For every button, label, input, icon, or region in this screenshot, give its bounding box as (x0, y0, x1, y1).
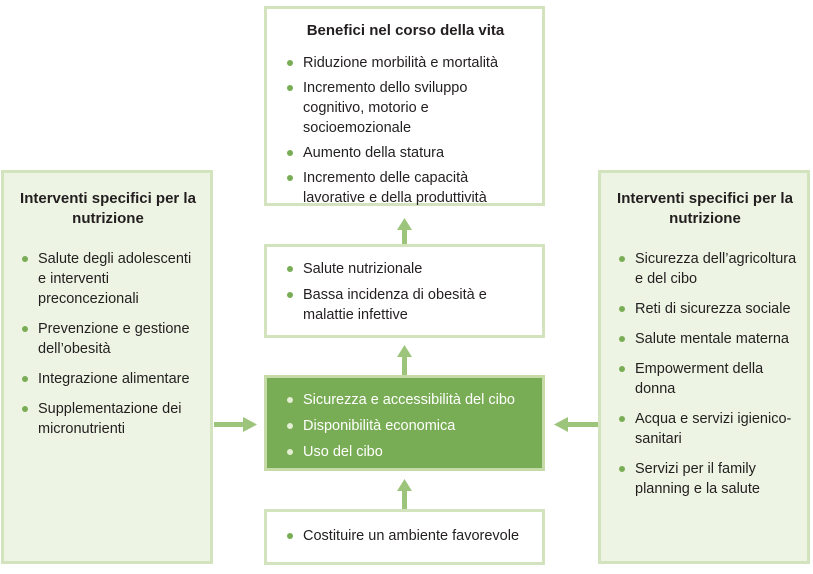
list-item: Salute nutrizionale (281, 259, 530, 279)
left-box-title: Interventi specifici per la nutrizione (20, 190, 196, 227)
food-security-box: Sicurezza e accessibilità del cibo Dispo… (264, 375, 545, 471)
list-item: Sicurezza dell’agricoltura e del cibo (613, 249, 797, 289)
list-item: Riduzione morbilità e mortalità (281, 53, 530, 73)
list-item: Salute degli adolescenti e interventi pr… (16, 249, 200, 309)
list-item: Integrazione alimentare (16, 369, 200, 389)
arrow-up-icon (397, 479, 412, 509)
list-item: Incremento delle capacità lavorative e d… (281, 168, 530, 208)
list-item: Acqua e servizi igienico-sanitari (613, 409, 797, 449)
list-item: Supplementazione dei micronutrienti (16, 399, 200, 439)
center-box-list: Sicurezza e accessibilità del cibo Dispo… (281, 390, 530, 462)
benefits-title: Benefici nel corso della vita (306, 22, 505, 39)
list-item: Uso del cibo (281, 442, 530, 462)
list-item: Costituire un ambiente favorevole (281, 526, 530, 546)
nutrition-interventions-right-box: Interventi specifici per la nutrizione S… (598, 170, 810, 564)
list-item: Aumento della statura (281, 143, 530, 163)
right-box-title: Interventi specifici per la nutrizione (617, 190, 793, 227)
benefits-list: Riduzione morbilità e mortalità Incremen… (281, 53, 530, 208)
benefits-box: Benefici nel corso della vita Riduzione … (264, 6, 545, 206)
list-item: Incremento dello sviluppo cognitivo, mot… (281, 78, 530, 138)
arrow-right-icon (214, 417, 257, 432)
nutrition-interventions-left-box: Interventi specifici per la nutrizione S… (1, 170, 213, 564)
list-item: Prevenzione e gestione dell’obesità (16, 319, 200, 359)
enabling-environment-box: Costituire un ambiente favorevole (264, 509, 545, 565)
arrow-left-icon (554, 417, 598, 432)
left-box-list: Salute degli adolescenti e interventi pr… (16, 249, 200, 439)
arrow-up-icon (397, 345, 412, 375)
list-item: Bassa incidenza di obesità e malattie in… (281, 285, 530, 325)
list-item: Reti di sicurezza sociale (613, 299, 797, 319)
list-item: Salute mentale materna (613, 329, 797, 349)
right-box-list: Sicurezza dell’agricoltura e del cibo Re… (613, 249, 797, 499)
list-item: Sicurezza e accessibilità del cibo (281, 390, 530, 410)
arrow-up-icon (397, 218, 412, 244)
nutritional-health-box: Salute nutrizionale Bassa incidenza di o… (264, 244, 545, 338)
list-item: Empowerment della donna (613, 359, 797, 399)
middle-box-list: Salute nutrizionale Bassa incidenza di o… (281, 259, 530, 325)
list-item: Servizi per il family planning e la salu… (613, 459, 797, 499)
bottom-box-list: Costituire un ambiente favorevole (281, 526, 530, 546)
list-item: Disponibilità economica (281, 416, 530, 436)
